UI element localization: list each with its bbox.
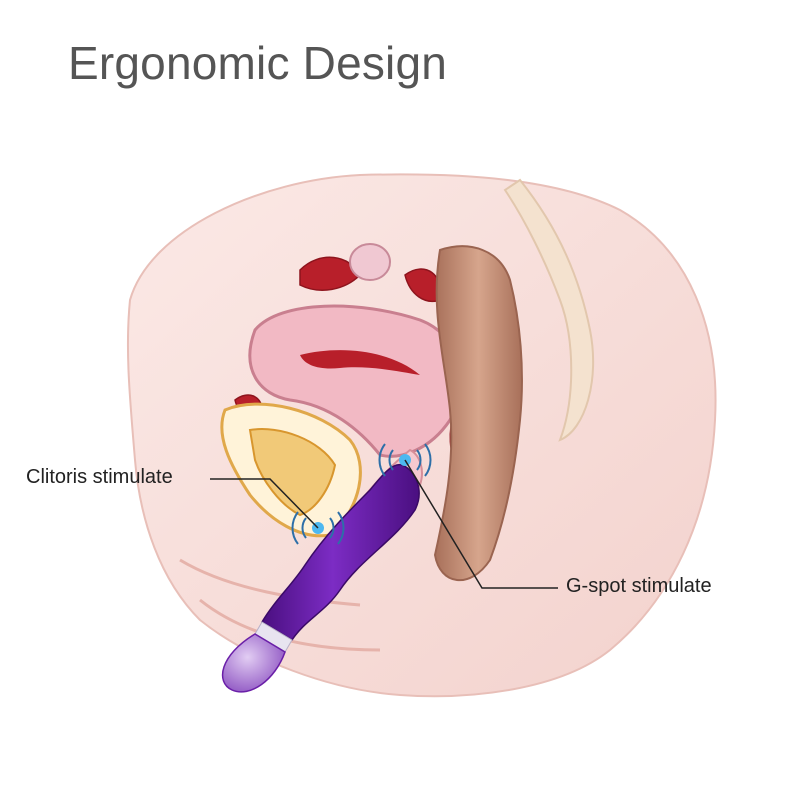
- pulse-ring-clitoris: [291, 511, 345, 545]
- rectum: [433, 245, 523, 581]
- clitoris-callout-label: Clitoris stimulate: [26, 466, 173, 488]
- bladder-inner: [248, 428, 337, 517]
- clitoris-leader-line: [210, 478, 319, 529]
- device-tip: [221, 633, 286, 693]
- uterus: [248, 304, 462, 458]
- page-title: Ergonomic Design: [68, 37, 448, 89]
- spine: [503, 178, 595, 442]
- device-illustration: [221, 463, 420, 693]
- gspot-callout-label: G-spot stimulate: [566, 575, 712, 597]
- uterine-cavity: [300, 350, 420, 375]
- ovary: [349, 243, 391, 281]
- gspot-leader-line: [404, 459, 558, 589]
